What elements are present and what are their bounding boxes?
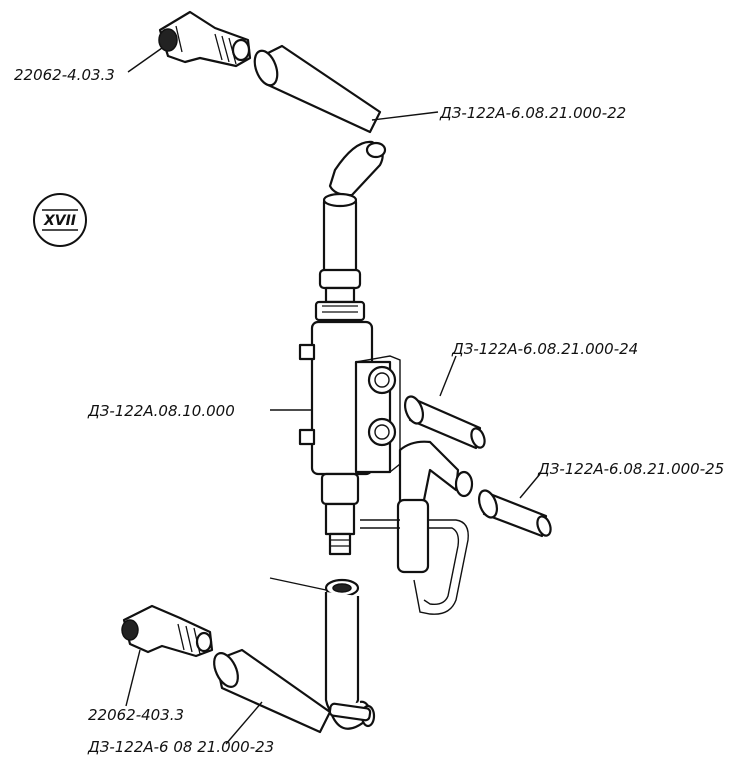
pipe-top <box>253 44 387 197</box>
label-pipe-bottom: ДЗ-122А-6 08 21.000-23 <box>87 738 274 756</box>
pipe-vertical-upper <box>314 192 366 322</box>
section-badge: XVII <box>33 193 87 247</box>
leader-lines <box>125 47 541 745</box>
fitting-top-elbow <box>158 10 252 68</box>
fitting-bottom-elbow <box>121 604 214 658</box>
loop-line <box>360 440 474 615</box>
pipe-right-lower <box>477 489 552 538</box>
label-pipe-right-lower: ДЗ-122А-6.08.21.000-25 <box>537 460 724 478</box>
pipe-bottom <box>213 648 372 734</box>
label-pipe-top: ДЗ-122А-6.08.21.000-22 <box>439 104 626 122</box>
valve-block <box>298 320 401 556</box>
label-valve-block: ДЗ-122А.08.10.000 <box>87 402 235 420</box>
label-pipe-right-upper: ДЗ-122А-6.08.21.000-24 <box>451 340 638 358</box>
pipe-right-upper <box>403 395 486 450</box>
badge-text: XVII <box>43 213 76 229</box>
label-fitting-bottom: 22062-403.3 <box>88 706 184 724</box>
label-fitting-top: 22062-4.03.3 <box>14 66 115 84</box>
